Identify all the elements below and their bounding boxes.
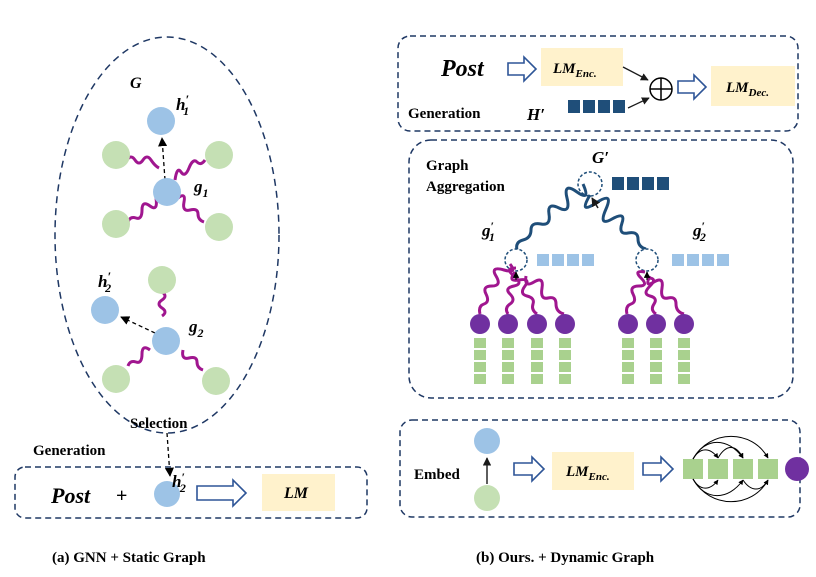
generation-box-top xyxy=(397,35,799,132)
wavy-edge xyxy=(126,346,151,367)
wavy-edge xyxy=(177,194,205,224)
node-g2 xyxy=(152,327,180,355)
node-g1 xyxy=(153,178,181,206)
selected-node xyxy=(154,481,180,507)
lm-label: LM xyxy=(283,485,309,502)
caption-a: (a) GNN + Static Graph xyxy=(52,550,206,566)
embed-label: Embed xyxy=(414,467,461,483)
graph-label: G xyxy=(130,75,142,92)
block-arrow xyxy=(677,73,708,101)
lm-box xyxy=(262,474,335,511)
edges-to-g2-prime xyxy=(625,270,685,316)
node-G-prime xyxy=(577,171,603,197)
post-node xyxy=(618,314,638,334)
lm-enc-label-bottom: LMEnc. xyxy=(565,464,610,483)
graph-aggregation-box xyxy=(408,139,794,399)
post-label: Post xyxy=(50,483,91,508)
attention-arcs xyxy=(692,436,769,502)
post-node xyxy=(674,314,694,334)
post-node xyxy=(527,314,547,334)
post-node xyxy=(785,457,809,481)
label-g1: g1 xyxy=(193,177,209,200)
enc-to-plus-arrow xyxy=(622,66,649,81)
graph-aggregation-title-1: Graph xyxy=(426,158,469,174)
selection-arrow xyxy=(164,432,174,477)
lm-enc-box xyxy=(541,48,623,86)
node-h2 xyxy=(91,296,119,324)
wavy-edge xyxy=(157,290,167,318)
plus-label: + xyxy=(116,485,127,507)
token-sequence xyxy=(683,457,809,481)
neighbor-node xyxy=(202,367,230,395)
neighbor-node xyxy=(102,141,130,169)
neighbor-node xyxy=(205,141,233,169)
cluster-g1: h′1 g1 xyxy=(102,92,233,241)
wavy-edge xyxy=(181,349,204,372)
left-panel: G h′1 g1 h′2 xyxy=(14,36,368,566)
label-g2: g2 xyxy=(188,317,204,340)
block-arrow xyxy=(642,455,675,483)
post-label-top: Post xyxy=(440,56,485,82)
token-columns xyxy=(470,314,694,384)
static-graph-ellipse xyxy=(54,36,280,434)
h-to-plus-arrow xyxy=(627,97,650,109)
h-prime-vector xyxy=(568,100,625,113)
arrow-to-h1 xyxy=(158,137,168,181)
post-node xyxy=(646,314,666,334)
generation-label: Generation xyxy=(33,443,106,459)
block-arrow xyxy=(507,55,538,83)
arrow-to-G xyxy=(591,197,601,209)
wavy-edge xyxy=(126,197,158,223)
graph-aggregation-title-2: Aggregation xyxy=(426,179,506,195)
arrow-to-h2 xyxy=(120,316,156,334)
g2-prime-label: g′2 xyxy=(692,219,706,244)
lm-dec-label: LMDec. xyxy=(725,80,769,99)
wavy-edge-g1-to-G xyxy=(515,183,588,251)
generation-label-top: Generation xyxy=(408,106,481,122)
cluster-g2: h′2 g2 xyxy=(91,266,230,395)
lm-enc-label: LMEnc. xyxy=(552,61,597,80)
post-node xyxy=(498,314,518,334)
right-panel: Post LMEnc. LMDec. Generation H′ Graph A… xyxy=(397,35,809,566)
block-arrow xyxy=(513,455,546,483)
G-prime-label: G′ xyxy=(592,148,609,167)
G-prime-vector xyxy=(612,177,669,190)
neighbor-node xyxy=(148,266,176,294)
label-h1: h′1 xyxy=(176,92,189,118)
embed-node-blue xyxy=(474,428,500,454)
caption-b: (b) Ours. + Dynamic Graph xyxy=(476,550,655,566)
selection-label: Selection xyxy=(130,416,188,432)
node-h1 xyxy=(147,107,175,135)
post-node xyxy=(470,314,490,334)
edges-to-g1-prime xyxy=(478,263,565,316)
wavy-edge xyxy=(173,159,207,181)
g1-prime-label: g′1 xyxy=(481,219,495,244)
neighbor-node xyxy=(102,210,130,238)
neighbor-node xyxy=(102,365,130,393)
g1-prime-vector xyxy=(537,254,594,266)
h-prime-label: H′ xyxy=(526,105,545,124)
lm-enc-box-bottom xyxy=(552,452,634,490)
selected-node-label: h′2 xyxy=(172,470,186,495)
block-arrow xyxy=(196,478,248,508)
generation-box xyxy=(14,466,368,519)
post-node xyxy=(555,314,575,334)
wavy-edge xyxy=(125,155,160,170)
lm-dec-box xyxy=(711,66,795,106)
g2-prime-vector xyxy=(672,254,729,266)
neighbor-node xyxy=(205,213,233,241)
label-h2: h′2 xyxy=(98,269,111,295)
node-g2-prime xyxy=(635,248,659,272)
embed-node-green xyxy=(474,485,500,511)
